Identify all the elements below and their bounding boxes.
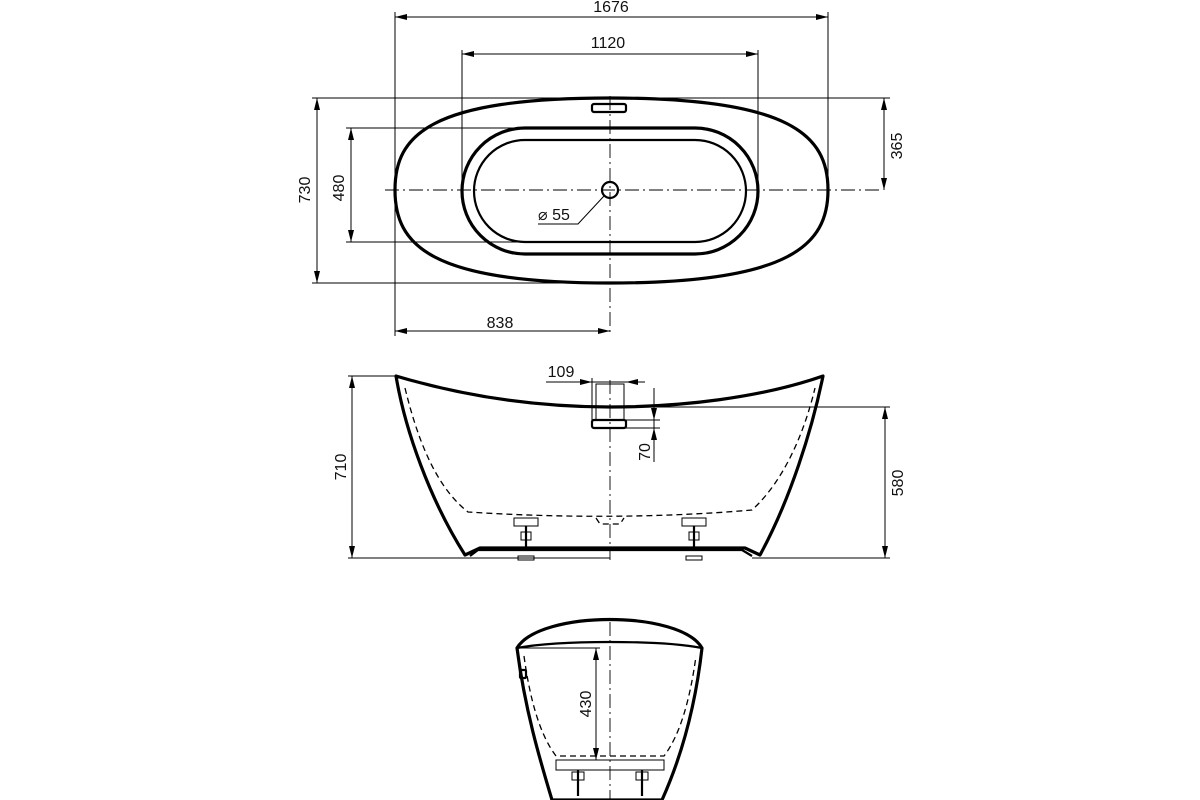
side-view: 710 580 109 70 (333, 364, 907, 561)
arrowhead (314, 271, 320, 283)
overflow-marker-end (518, 668, 528, 680)
tub-base-plate (469, 548, 753, 557)
overall-width-label: 730 (297, 177, 314, 204)
arrowhead (746, 51, 758, 57)
arrowhead (882, 546, 888, 558)
overflow-width-label: 109 (548, 364, 575, 381)
arrowhead (593, 748, 599, 760)
drain-leader-line (538, 195, 605, 225)
arrowhead (598, 328, 610, 334)
arrowhead (593, 648, 599, 660)
arrowhead (651, 428, 657, 440)
tub-side-outline (394, 374, 825, 557)
overall-length-label: 1676 (593, 0, 629, 16)
arrowhead (882, 407, 888, 419)
arrowhead (349, 376, 355, 388)
end-leg-foot-right (635, 770, 649, 796)
arrowhead (651, 408, 657, 420)
overall-height-label: 710 (333, 454, 350, 481)
arrowhead (395, 328, 407, 334)
end-view: 430 (515, 617, 704, 800)
half-length-label: 838 (487, 315, 514, 332)
inner-depth-label: 430 (578, 691, 595, 718)
tub-end-outline (515, 617, 704, 800)
arrowhead (881, 98, 887, 110)
arrowhead (348, 128, 354, 140)
leg-foot-right (681, 517, 707, 561)
arrowhead (580, 379, 592, 385)
leg-foot-left (513, 517, 539, 561)
half-width-label: 365 (889, 133, 906, 160)
tub-end-rim-line (516, 640, 703, 650)
arrowhead (881, 178, 887, 190)
overflow-slot-side (590, 418, 628, 430)
rim-height-label: 580 (890, 470, 907, 497)
tub-inner-wall-dashed (404, 387, 816, 517)
overflow-height-label: 70 (637, 443, 654, 461)
arrowhead (626, 379, 638, 385)
inner-width-label: 480 (331, 175, 348, 202)
overflow-slot-top (590, 102, 628, 114)
arrowhead (395, 14, 407, 20)
end-leg-foot-left (571, 770, 585, 796)
drain-diameter-label: ⌀ 55 (538, 207, 570, 224)
arrowhead (314, 98, 320, 110)
arrowhead (348, 230, 354, 242)
arrowhead (462, 51, 474, 57)
inner-length-label: 1120 (591, 35, 626, 52)
arrowhead (349, 546, 355, 558)
arrowhead (816, 14, 828, 20)
top-view: 1676 1120 730 480 365 838 (297, 0, 906, 336)
drain-bump (595, 517, 625, 525)
